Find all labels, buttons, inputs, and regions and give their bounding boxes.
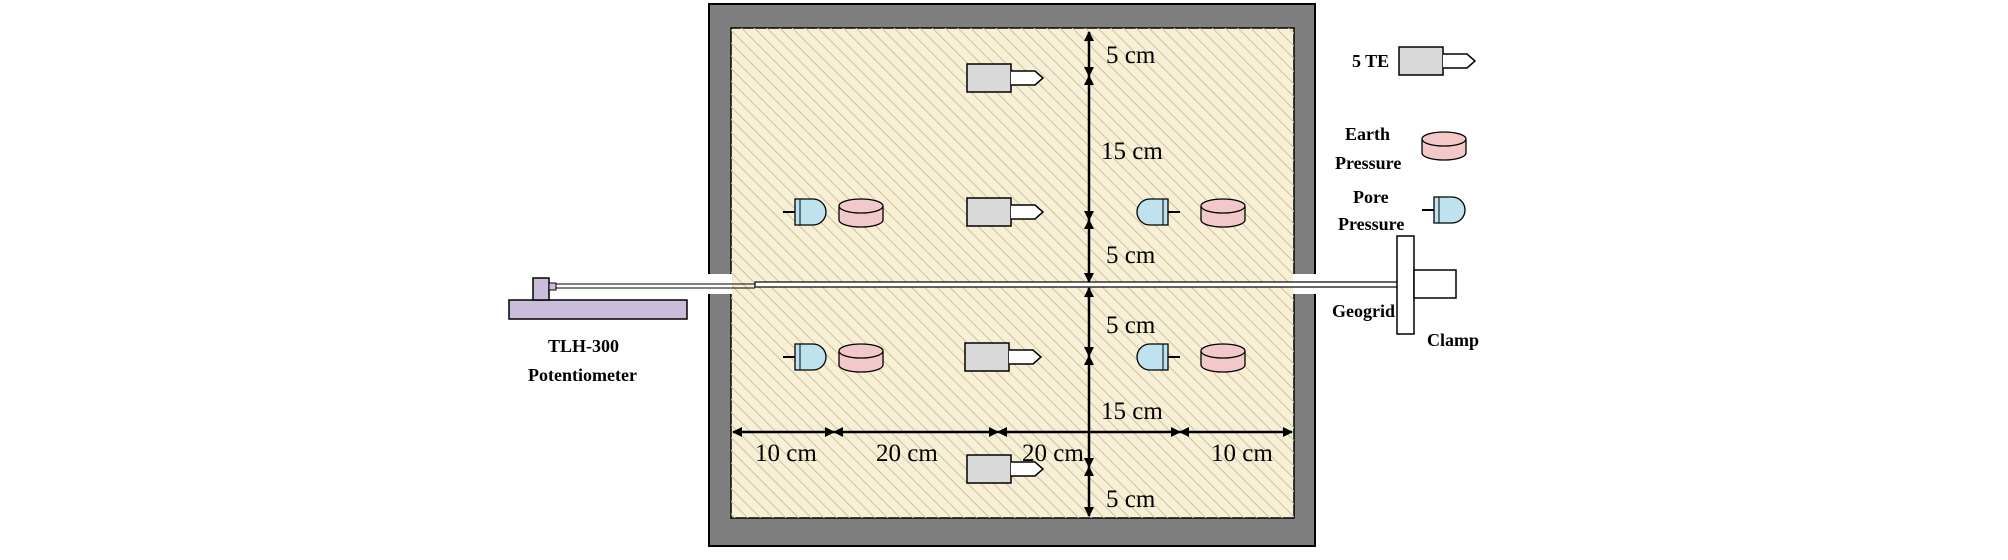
potentiometer-tip: [548, 282, 557, 291]
dim-label: 5 cm: [1106, 312, 1156, 339]
potentiometer-body: [532, 277, 550, 301]
clamp-handle: [1413, 269, 1457, 299]
dim-label: 20 cm: [1022, 440, 1084, 467]
dim-label: 10 cm: [755, 440, 817, 467]
vertical-dimension-labels: 5 cm 15 cm 5 cm 5 cm 15 cm 5 cm: [1101, 42, 1163, 513]
dim-label: 5 cm: [1106, 486, 1156, 513]
earth-pressure-sensor-icon: [1200, 198, 1246, 228]
potentiometer-label: Potentiometer: [528, 365, 637, 385]
legend-label-earth-pressure: Pressure: [1335, 153, 1401, 173]
potentiometer-label: TLH-300: [548, 336, 619, 356]
potentiometer: [508, 277, 755, 320]
5te-sensor-icon: [1398, 46, 1476, 76]
legend: 5 TE Earth Pressure Pore Pressure: [1335, 46, 1476, 234]
dim-label: 20 cm: [876, 440, 938, 467]
earth-pressure-sensor-icon: [838, 198, 884, 228]
earth-pressure-sensor-icon: [838, 343, 884, 373]
earth-pressure-sensor-icon: [1200, 343, 1246, 373]
geogrid-label: Geogrid: [1332, 301, 1395, 321]
potentiometer-base: [508, 299, 688, 320]
clamp-plate: [1396, 235, 1415, 335]
dim-label: 15 cm: [1101, 138, 1163, 165]
dim-label: 5 cm: [1106, 42, 1156, 69]
pore-pressure-sensor-icon: [1421, 196, 1466, 224]
geogrid: [754, 281, 1411, 288]
clamp: [1396, 235, 1457, 335]
legend-label-5te: 5 TE: [1352, 51, 1389, 71]
dim-label: 15 cm: [1101, 398, 1163, 425]
dim-label: 10 cm: [1211, 440, 1273, 467]
legend-label-pore-pressure: Pore: [1353, 187, 1389, 207]
dim-label: 5 cm: [1106, 242, 1156, 269]
horizontal-dimension-labels: 10 cm 20 cm 20 cm 10 cm: [755, 440, 1273, 467]
earth-pressure-sensor-icon: [1421, 131, 1467, 161]
clamp-label: Clamp: [1427, 330, 1479, 350]
legend-label-pore-pressure: Pressure: [1338, 214, 1404, 234]
legend-label-earth-pressure: Earth: [1345, 124, 1390, 144]
